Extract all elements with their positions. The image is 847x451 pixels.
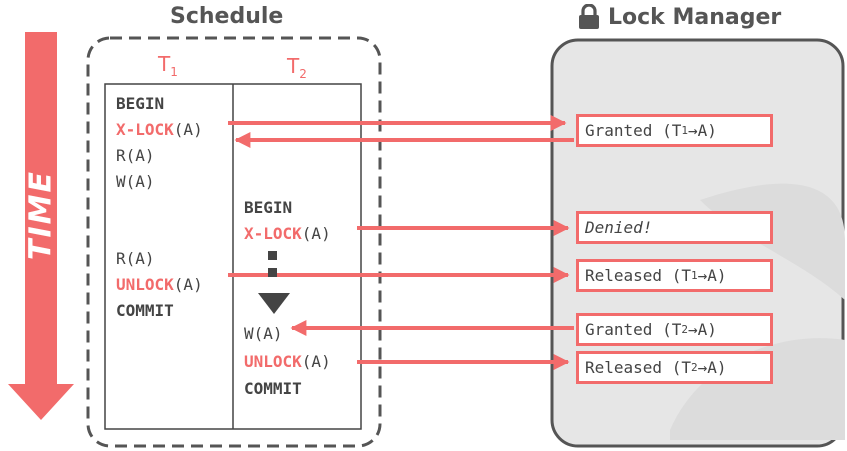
t1-write-1: W(A)	[116, 172, 155, 191]
lock-manager-title: Lock Manager	[608, 4, 782, 30]
lock-manager-header: Lock Manager	[578, 3, 782, 30]
t2-xlock: X-LOCK(A)	[244, 224, 331, 243]
t1-header: T1	[158, 52, 178, 79]
decorative-swirl-2	[670, 338, 845, 440]
t1-read-2: R(A)	[116, 249, 155, 268]
schedule-frame	[86, 36, 382, 448]
t1-begin: BEGIN	[116, 94, 165, 113]
schedule-title: Schedule	[170, 4, 284, 29]
t2-write: W(A)	[244, 324, 283, 343]
t2-begin: BEGIN	[244, 198, 293, 217]
t2-unlock: UNLOCK(A)	[244, 352, 331, 371]
time-label: TIME	[23, 170, 59, 260]
t2-header: T2	[287, 54, 307, 81]
t1-unlock: UNLOCK(A)	[116, 275, 203, 294]
t1-read-1: R(A)	[116, 146, 155, 165]
lock-icon	[578, 3, 600, 30]
response-denied: Denied!	[576, 211, 773, 244]
t2-commit: COMMIT	[244, 379, 302, 398]
time-arrow	[8, 32, 74, 420]
t1-commit: COMMIT	[116, 301, 174, 320]
wait-indicator	[258, 251, 290, 314]
t1-xlock: X-LOCK(A)	[116, 120, 203, 139]
